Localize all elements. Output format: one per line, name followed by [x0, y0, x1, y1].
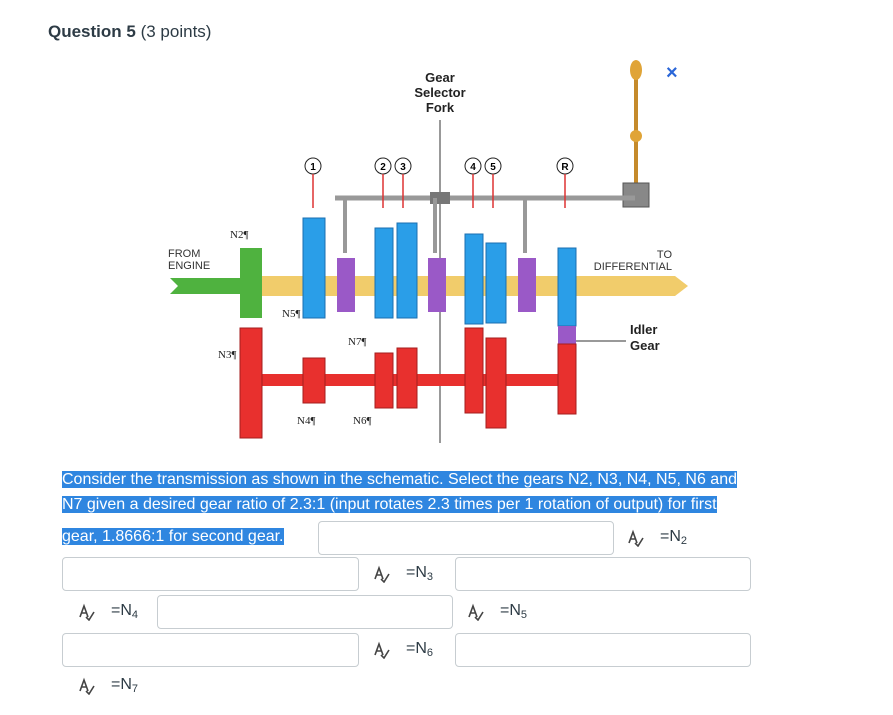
answer-input-n3[interactable]	[455, 557, 751, 591]
gear-number: 5	[490, 162, 496, 173]
question-text-line: Consider the transmission as shown in th…	[62, 471, 737, 488]
gear-number: R	[561, 162, 569, 173]
gear-number: 3	[400, 162, 406, 173]
spell-check-icon	[79, 603, 95, 621]
idler-gear-label: Idler	[630, 322, 657, 337]
answer-input-n5[interactable]	[62, 633, 359, 667]
from-engine-label: FROM	[168, 248, 200, 260]
answer-label-n2: =N2	[626, 528, 687, 547]
answer-label-n7: =N7	[77, 676, 138, 695]
gear-selector-label: Gear	[425, 70, 455, 85]
gear-number: 1	[310, 162, 316, 173]
question-title: Question 5 (3 points)	[48, 22, 212, 41]
answer-label-n6: =N6	[372, 640, 433, 659]
answer-input-n2[interactable]	[318, 521, 614, 555]
spell-check-icon	[468, 603, 484, 621]
gear-label-n3: N3¶	[218, 349, 236, 361]
to-differential-label: TO	[657, 249, 673, 261]
gear-label-n7: N7¶	[348, 336, 366, 348]
gear-label-n5: N5¶	[282, 308, 300, 320]
spell-check-icon	[374, 565, 390, 583]
gear-label-n4: N4¶	[297, 415, 315, 427]
gear-label-n6: N6¶	[353, 415, 371, 427]
answer-input-n4[interactable]	[157, 595, 453, 629]
answer-input-n6[interactable]	[455, 633, 751, 667]
gear-number: 2	[380, 162, 386, 173]
gear-selector-label: Fork	[426, 100, 455, 115]
gear-selector-label: Selector	[414, 85, 465, 100]
answer-label-n5: =N5	[466, 602, 527, 621]
question-text-line: N7 given a desired gear ratio of 2.3:1 (…	[62, 496, 717, 513]
from-engine-label: ENGINE	[168, 260, 210, 272]
close-icon: ×	[666, 62, 678, 84]
idler-gear-label: Gear	[630, 338, 660, 353]
answer-label-n3: =N3	[372, 564, 433, 583]
question-text-line: gear, 1.8666:1 for second gear.	[62, 528, 284, 545]
gear-label-n2: N2¶	[230, 229, 248, 241]
spell-check-icon	[374, 641, 390, 659]
answer-label-n4: =N4	[77, 602, 138, 621]
spell-check-icon	[79, 677, 95, 695]
transmission-diagram: Gear Selector Fork FROM ENGINE TO DIFFER…	[168, 60, 688, 443]
to-differential-label: DIFFERENTIAL	[594, 261, 672, 273]
answer-field-box[interactable]	[62, 557, 359, 591]
gear-number: 4	[470, 162, 476, 173]
spell-check-icon	[628, 529, 644, 547]
